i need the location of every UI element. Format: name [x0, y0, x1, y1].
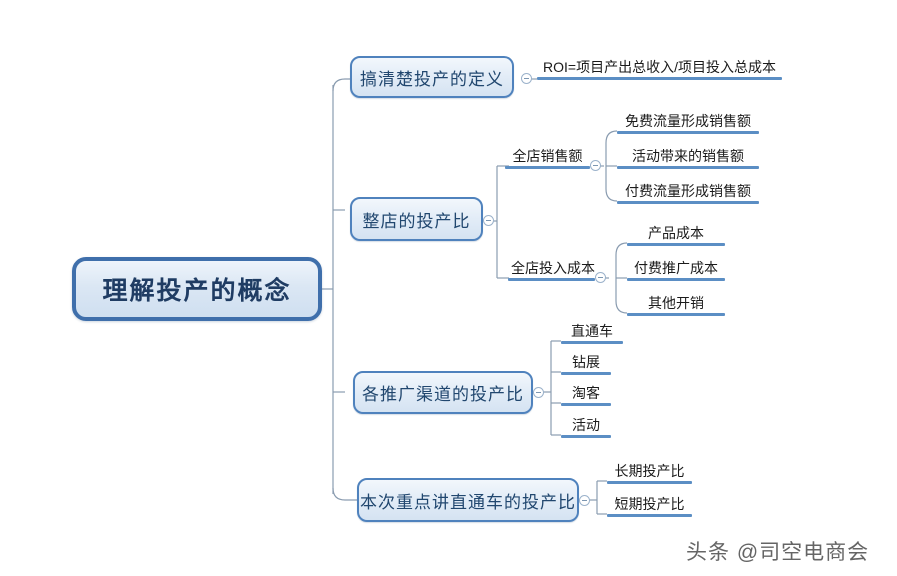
leaf-node-campaign-sales-label: 活动带来的销售额	[632, 148, 744, 164]
leaf-node-paid-promo-cost[interactable]: 付费推广成本	[627, 259, 725, 281]
branch-node-definition[interactable]: 搞清楚投产的定义	[350, 56, 514, 98]
subnode-total-cost-label: 全店投入成本	[511, 260, 595, 276]
leaf-node-zuanzhan-label: 钻展	[572, 354, 600, 370]
leaf-node-zhitongche[interactable]: 直通车	[561, 322, 623, 344]
leaf-underline	[607, 481, 692, 484]
leaf-node-campaign-sales[interactable]: 活动带来的销售额	[617, 147, 759, 169]
collapse-toggle-icon-branch-2[interactable]	[483, 215, 494, 226]
leaf-underline	[505, 166, 590, 169]
leaf-underline	[561, 435, 611, 438]
leaf-node-free-traffic-sales-label: 免费流量形成销售额	[625, 113, 751, 129]
leaf-node-product-cost[interactable]: 产品成本	[627, 224, 725, 246]
leaf-node-roi-formula-label: ROI=项目产出总收入/项目投入总成本	[543, 59, 776, 75]
branch-node-channel-roi-label: 各推广渠道的投产比	[362, 385, 524, 404]
collapse-toggle-icon-branch-1[interactable]	[521, 73, 532, 84]
leaf-underline	[617, 131, 759, 134]
leaf-underline	[627, 313, 725, 316]
leaf-node-zuanzhan[interactable]: 钻展	[561, 353, 611, 375]
leaf-underline	[627, 278, 725, 281]
leaf-node-taoke-label: 淘客	[572, 385, 600, 401]
collapse-toggle-icon-branch-3[interactable]	[533, 387, 544, 398]
leaf-node-free-traffic-sales[interactable]: 免费流量形成销售额	[617, 112, 759, 134]
leaf-underline	[537, 77, 782, 80]
leaf-node-paid-traffic-sales[interactable]: 付费流量形成销售额	[617, 182, 759, 204]
leaf-node-huodong-label: 活动	[572, 417, 600, 433]
leaf-node-paid-promo-cost-label: 付费推广成本	[634, 260, 718, 276]
subnode-total-sales-label: 全店销售额	[512, 148, 583, 164]
collapse-toggle-icon-total-cost[interactable]	[595, 272, 606, 283]
branch-node-store-roi-label: 整店的投产比	[362, 211, 471, 231]
leaf-node-huodong[interactable]: 活动	[561, 416, 611, 438]
branch-node-store-roi[interactable]: 整店的投产比	[350, 197, 483, 241]
root-node-label: 理解投产的概念	[102, 277, 292, 305]
collapse-toggle-icon-branch-4[interactable]	[579, 495, 590, 506]
leaf-node-long-term-roi-label: 长期投产比	[614, 463, 685, 479]
leaf-underline	[561, 372, 611, 375]
root-node[interactable]: 理解投产的概念	[72, 257, 322, 321]
branch-node-channel-roi[interactable]: 各推广渠道的投产比	[353, 371, 533, 414]
leaf-node-taoke[interactable]: 淘客	[561, 384, 611, 406]
leaf-node-long-term-roi[interactable]: 长期投产比	[607, 462, 692, 484]
leaf-node-roi-formula[interactable]: ROI=项目产出总收入/项目投入总成本	[537, 52, 782, 80]
wire-b2a-arc	[605, 130, 618, 202]
leaf-underline	[561, 341, 623, 344]
wire-branch-4	[332, 487, 357, 501]
branch-node-definition-label: 搞清楚投产的定义	[360, 69, 504, 89]
branch-node-focus-zhitongche-roi[interactable]: 本次重点讲直通车的投产比	[357, 478, 579, 522]
leaf-node-zhitongche-label: 直通车	[571, 323, 613, 339]
leaf-underline	[627, 243, 725, 246]
subnode-total-sales[interactable]: 全店销售额	[505, 142, 590, 169]
leaf-node-product-cost-label: 产品成本	[648, 225, 704, 241]
leaf-node-other-expense[interactable]: 其他开销	[627, 294, 725, 316]
branch-node-focus-zhitongche-roi-label: 本次重点讲直通车的投产比	[360, 492, 576, 512]
leaf-underline	[617, 201, 759, 204]
leaf-node-other-expense-label: 其他开销	[648, 295, 704, 311]
leaf-underline	[617, 166, 759, 169]
wire-b2b-arc	[615, 242, 628, 314]
leaf-underline	[508, 278, 595, 281]
leaf-underline	[561, 403, 611, 406]
leaf-underline	[607, 514, 692, 517]
subnode-total-cost[interactable]: 全店投入成本	[508, 254, 595, 281]
watermark: 头条 @司空电商会	[686, 541, 870, 564]
leaf-node-short-term-roi[interactable]: 短期投产比	[607, 495, 692, 517]
leaf-node-short-term-roi-label: 短期投产比	[614, 496, 685, 512]
collapse-toggle-icon-total-sales[interactable]	[590, 160, 601, 171]
leaf-node-paid-traffic-sales-label: 付费流量形成销售额	[625, 183, 751, 199]
